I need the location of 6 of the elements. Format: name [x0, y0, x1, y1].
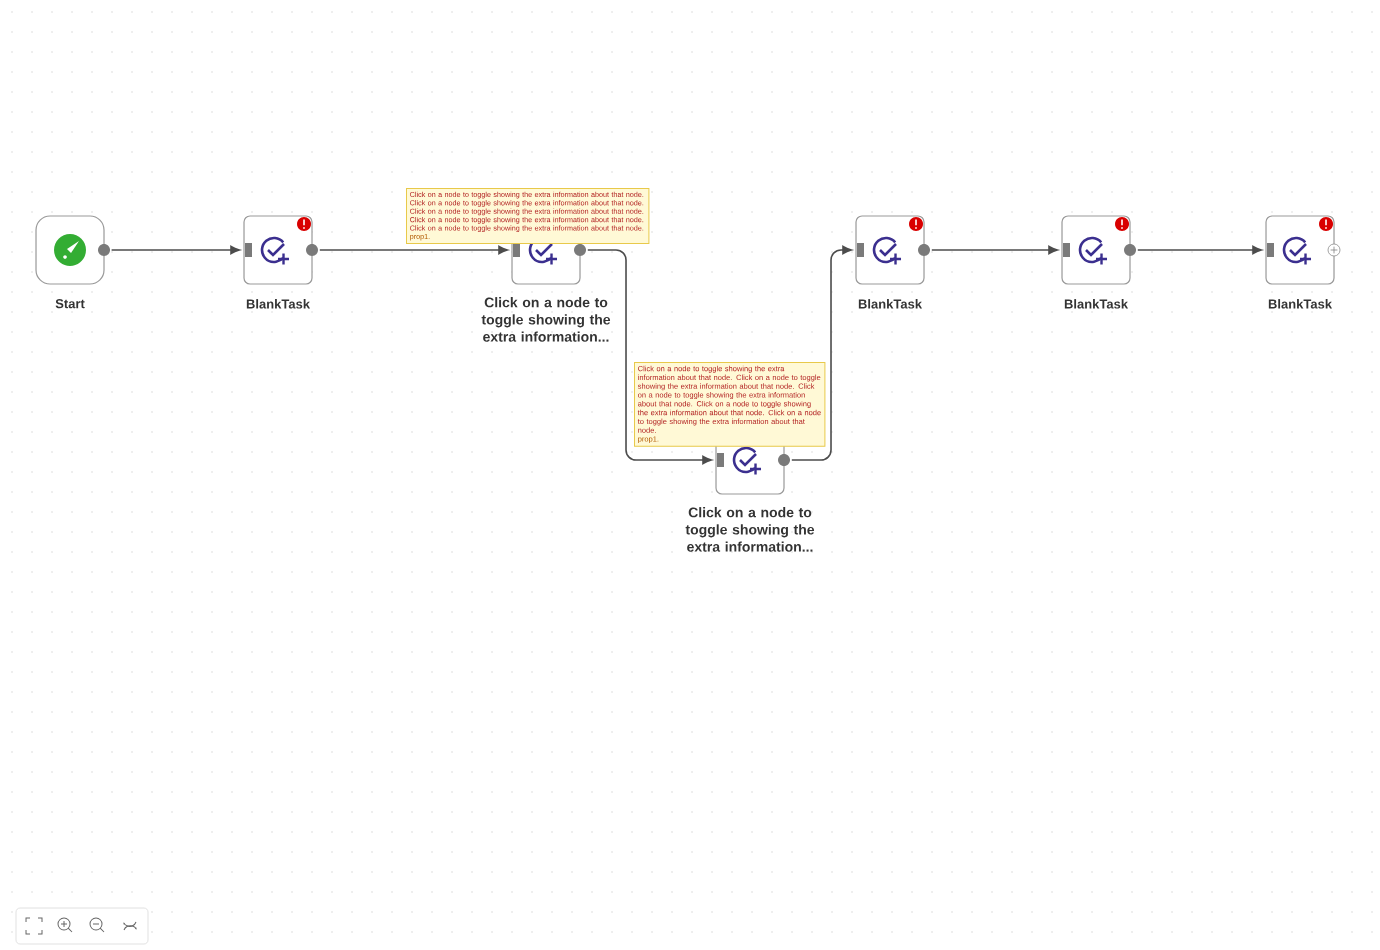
connector-arrow — [1137, 245, 1262, 255]
connector-arrow — [791, 245, 852, 461]
connector-arrow — [319, 245, 509, 255]
connector-arrow — [110, 245, 240, 255]
connector-arrow — [587, 249, 712, 465]
connector-arrow — [931, 245, 1058, 255]
